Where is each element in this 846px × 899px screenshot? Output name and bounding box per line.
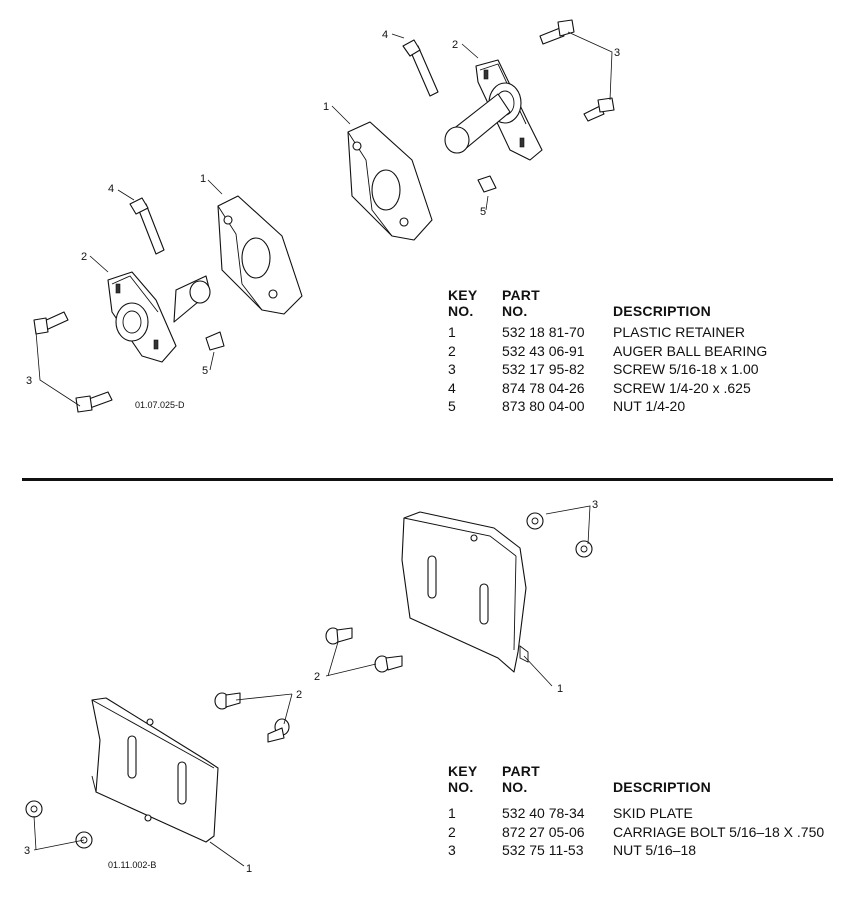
key-no: 1 [448,324,456,340]
table-row: 5 873 80 04-00 NUT 1/4-20 [448,397,846,415]
table-row: 1 532 40 78-34 SKID PLATE [448,804,846,822]
callout-2-lower-s2: 2 [296,689,302,701]
carriage-bolt-d [267,718,290,743]
carriage-bolt-c [214,692,241,710]
description: AUGER BALL BEARING [613,342,768,359]
callout-2-upper-s2: 2 [314,671,320,683]
description: PLASTIC RETAINER [613,324,745,340]
key-no: 4 [448,379,456,396]
callout-4-lower: 4 [108,183,114,195]
carriage-bolt-a [325,627,353,645]
screw-4-lower [129,197,165,255]
parts-list-2: KEY NO. PART NO. DESCRIPTION 1 532 40 78… [448,762,838,862]
part-no: 532 75 11-53 [502,842,584,858]
part-no: 532 17 95-82 [502,361,585,377]
figure-code-2: 01.11.002-B [108,860,156,870]
description: CARRIAGE BOLT 5/16–18 X .750 [613,823,825,840]
table-row: 2 872 27 05-06 CARRIAGE BOLT 5/16–18 X .… [448,823,846,841]
header-part: PART [502,763,540,779]
callout-3-upper-s2: 3 [592,499,598,511]
description: NUT 5/16–18 [613,842,697,858]
table-row: 3 532 75 11-53 NUT 5/16–18 [448,841,846,859]
table-row: 4 874 78 04-26 SCREW 1/4-20 x .625 [448,379,846,397]
key-no: 2 [448,342,456,359]
callout-1-lower-s2: 1 [246,863,252,875]
part-no: 873 80 04-00 [502,398,585,414]
header-part-no: NO. [502,303,528,319]
plastic-retainer-lower [217,195,303,315]
callout-5-lower: 5 [202,365,208,377]
header-key: KEY [448,287,478,303]
nut-3-upper-b [575,540,593,558]
callout-2-upper: 2 [452,39,458,51]
callout-3-lower-s2: 3 [24,845,30,857]
callout-1-lower: 1 [200,173,206,185]
skid-plate-upper [401,511,529,673]
key-no: 1 [448,805,456,821]
key-no: 3 [448,842,456,858]
plastic-retainer-upper [347,121,433,241]
nut-5-upper [477,175,497,193]
callout-1-upper: 1 [323,101,329,113]
part-no: 532 40 78-34 [502,805,585,821]
nut-3-upper-a [526,512,544,530]
parts-list-1: KEY NO. PART NO. DESCRIPTION 1 532 18 81… [448,286,838,426]
part-no: 532 18 81-70 [502,324,585,340]
table-row: 1 532 18 81-70 PLASTIC RETAINER [448,323,846,341]
part-no: 532 43 06-91 [502,342,585,359]
carriage-bolt-b [374,655,403,673]
header-description: DESCRIPTION [613,303,711,319]
callout-5-upper: 5 [480,206,486,218]
key-no: 3 [448,361,456,377]
callout-2-lower: 2 [81,251,87,263]
description: NUT 1/4-20 [613,398,686,414]
key-no: 2 [448,823,456,840]
part-no: 872 27 05-06 [502,823,585,840]
screw-3-lower-b [75,391,113,413]
nut-3-lower-a [25,800,43,818]
description: SKID PLATE [613,805,693,821]
figure-code-1: 01.07.025-D [135,400,185,410]
screw-3-lower-a [33,311,69,335]
header-key-no: NO. [448,779,474,795]
header-part-no: NO. [502,779,528,795]
nut-5-lower [205,331,225,351]
key-no: 5 [448,398,456,414]
header-key: KEY [448,763,478,779]
screw-3-upper-a [539,19,575,45]
header-key-no: NO. [448,303,474,319]
table-row: 3 532 17 95-82 SCREW 5/16-18 x 1.00 [448,360,846,378]
part-no: 874 78 04-26 [502,379,585,396]
description: SCREW 5/16-18 x 1.00 [613,361,759,377]
description: SCREW 1/4-20 x .625 [613,379,751,396]
section-divider [22,478,833,481]
bearing-flange-upper [444,59,543,161]
table-row: 2 532 43 06-91 AUGER BALL BEARING [448,342,846,360]
callout-1-upper-s2: 1 [557,683,563,695]
callout-4-upper: 4 [382,29,388,41]
screw-4-upper [402,39,439,97]
screw-3-upper-b [583,97,615,122]
header-description: DESCRIPTION [613,779,711,795]
callout-3-upper: 3 [614,47,620,59]
bearing-flange-lower [107,271,211,363]
header-part: PART [502,287,540,303]
skid-plate-lower [91,697,219,843]
callout-3-lower: 3 [26,375,32,387]
